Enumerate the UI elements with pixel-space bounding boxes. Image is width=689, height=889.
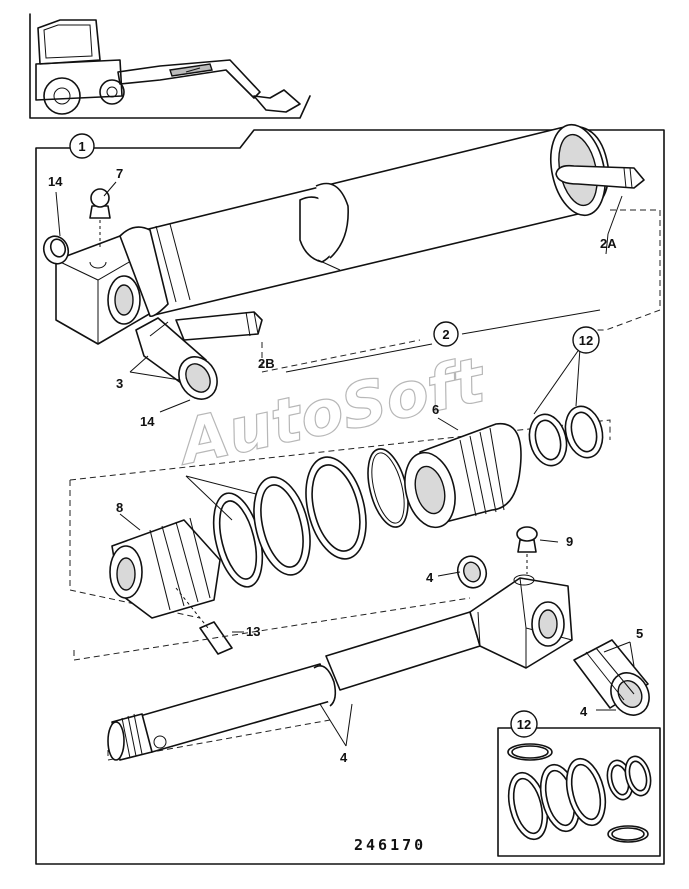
main-frame [35, 129, 665, 865]
label-14-upper: 14 [48, 174, 63, 189]
label-4-rod: 4 [340, 750, 348, 765]
machine-locator-inset [29, 13, 311, 119]
svg-text:1: 1 [78, 139, 85, 154]
callout-2: 2 [433, 321, 459, 347]
leader-lines-upper [129, 195, 661, 413]
label-3: 3 [116, 376, 123, 391]
piston-rod [73, 526, 650, 761]
svg-text:12: 12 [579, 333, 593, 348]
label-13: 13 [246, 624, 260, 639]
label-7: 7 [116, 166, 123, 181]
seal-kit-inset [497, 727, 661, 857]
svg-text:12: 12 [517, 717, 531, 732]
reference-number: 246170 [354, 836, 426, 854]
label-5: 5 [636, 626, 643, 641]
label-4-bush: 4 [426, 570, 434, 585]
callout-12-upper: 12 [572, 326, 600, 354]
piston-seal-band [69, 347, 611, 655]
label-2b: 2B [258, 356, 275, 371]
cylinder-barrel [42, 123, 645, 400]
callout-1: 1 [69, 133, 95, 159]
label-14-lower: 14 [140, 414, 155, 429]
label-2a: 2A [600, 236, 617, 251]
label-8: 8 [116, 500, 123, 515]
label-9: 9 [566, 534, 573, 549]
svg-text:2: 2 [442, 327, 449, 342]
callout-12-inset: 12 [510, 710, 538, 738]
label-6: 6 [432, 402, 439, 417]
label-4-pivot: 4 [580, 704, 588, 719]
